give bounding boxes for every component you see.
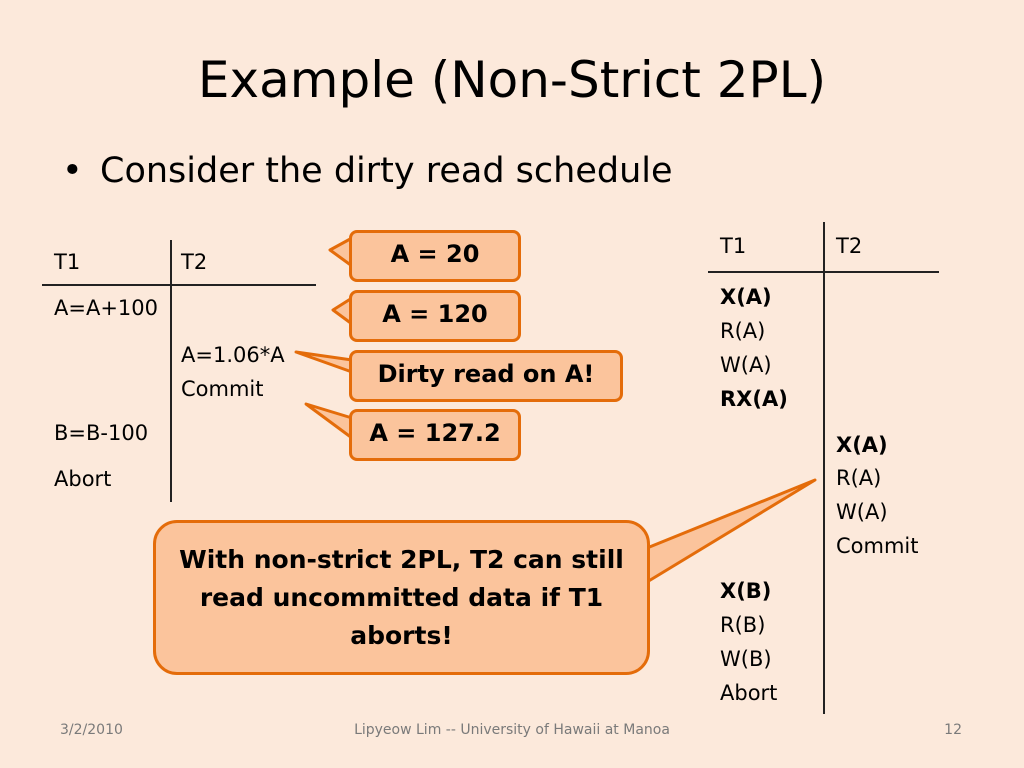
right-t2-write-a: W(A) [836, 500, 888, 524]
callout-tail-dirty [294, 350, 354, 374]
footer-date: 3/2/2010 [60, 722, 123, 738]
callout-a-equals-120: A = 120 [349, 290, 521, 342]
callout-a-equals-127-2: A = 127.2 [349, 409, 521, 461]
right-header-t1: T1 [720, 234, 747, 258]
right-t1-read-a: R(A) [720, 319, 766, 343]
right-table-column-divider [823, 222, 825, 714]
left-header-t2: T2 [181, 250, 208, 274]
right-header-t2: T2 [836, 234, 863, 258]
left-row-t1-abort: Abort [54, 467, 112, 491]
right-t1-read-b: R(B) [720, 613, 766, 637]
right-t1-release-a: RX(A) [720, 387, 788, 411]
callout-a-equals-20: A = 20 [349, 230, 521, 282]
right-t1-write-a: W(A) [720, 353, 772, 377]
bullet-dot: • [62, 151, 83, 191]
footer-page-number: 12 [944, 722, 962, 738]
right-t1-lock-a: X(A) [720, 285, 772, 309]
right-t2-read-a: R(A) [836, 466, 882, 490]
right-t1-write-b: W(B) [720, 647, 772, 671]
left-row-t2-commit: Commit [181, 377, 264, 401]
callout-main-explanation: With non-strict 2PL, T2 can still read u… [153, 520, 650, 675]
left-row-t2-update-a: A=1.06*A [181, 343, 285, 367]
callout-dirty-read: Dirty read on A! [349, 350, 623, 402]
right-t1-lock-b: X(B) [720, 579, 772, 603]
callout-main-text: With non-strict 2PL, T2 can still read u… [179, 544, 624, 650]
right-t2-commit: Commit [836, 534, 919, 558]
left-header-t1: T1 [54, 250, 81, 274]
bullet-text: Consider the dirty read schedule [100, 151, 673, 191]
footer-author: Lipyeow Lim -- University of Hawaii at M… [354, 722, 670, 738]
right-t2-lock-a: X(A) [836, 433, 888, 457]
bullet-item: • Consider the dirty read schedule [62, 146, 673, 196]
callout-tail-main [645, 478, 817, 584]
left-table-header-divider [42, 284, 316, 286]
left-table-column-divider [170, 240, 172, 502]
left-row-t1-update-b: B=B-100 [54, 421, 149, 445]
callout-tail-a1272 [304, 402, 354, 440]
left-row-t1-update-a: A=A+100 [54, 296, 159, 320]
right-t1-abort: Abort [720, 681, 778, 705]
slide-title: Example (Non-Strict 2PL) [197, 51, 827, 109]
